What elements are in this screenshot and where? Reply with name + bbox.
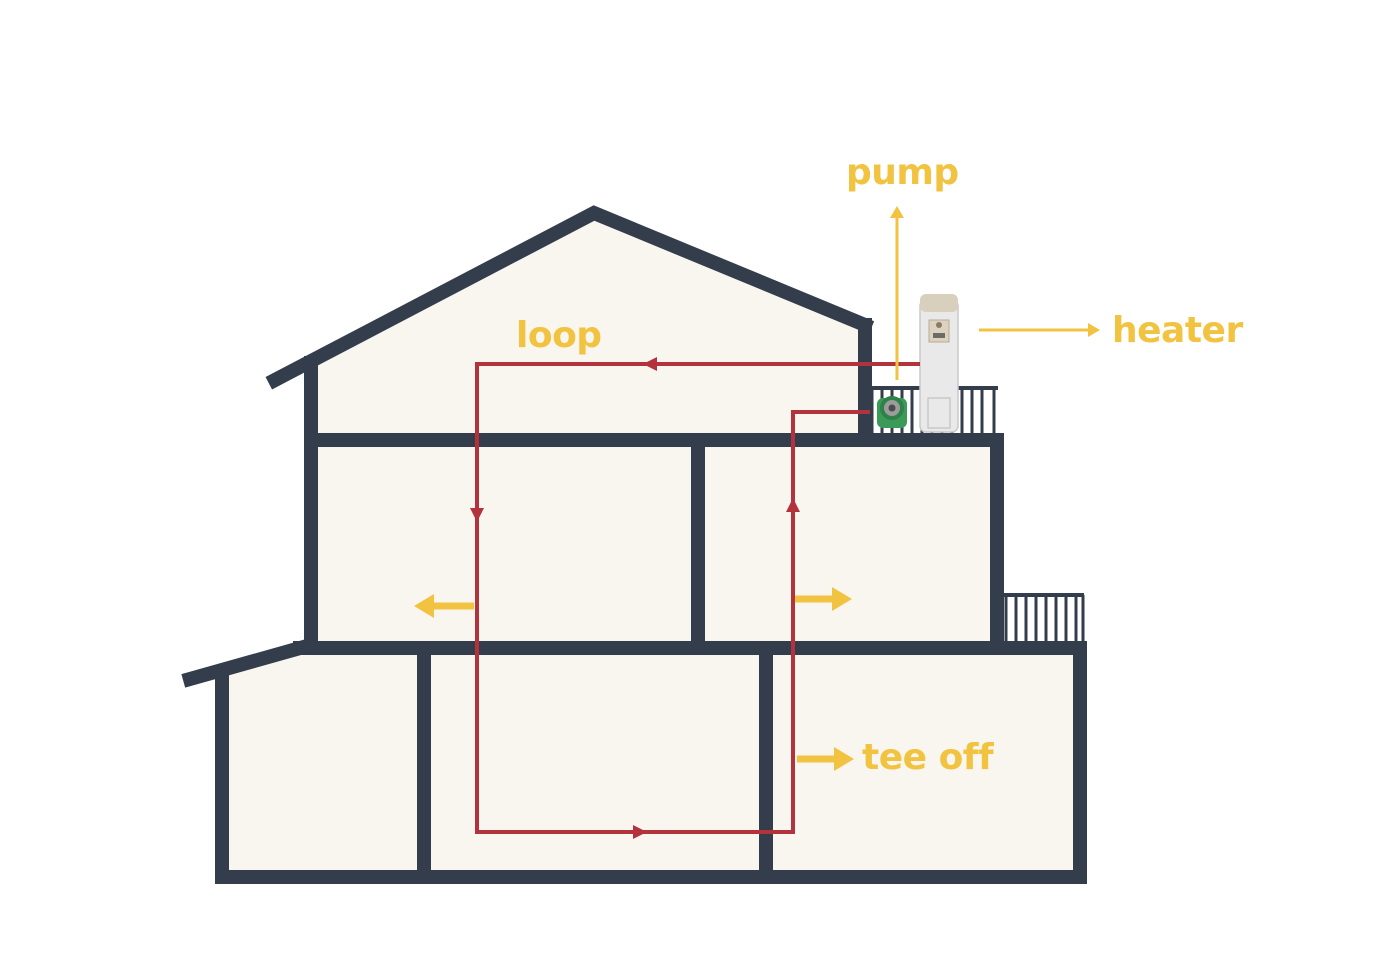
- loop-label: loop: [516, 315, 602, 356]
- flow-arrow-up: [786, 498, 800, 512]
- annotation-arrows: [414, 206, 1100, 771]
- flow-arrow-down: [470, 508, 484, 522]
- ground-floor-interior: [222, 648, 1080, 877]
- flow-arrow-left: [643, 357, 657, 371]
- heater-label: heater: [1112, 310, 1243, 351]
- house-interiors: [222, 218, 1080, 877]
- flow-arrow-right: [633, 825, 647, 839]
- heater-cap: [920, 294, 958, 312]
- circulator-pump-icon: [877, 396, 907, 428]
- second-floor-interior: [311, 440, 997, 648]
- house-walls: [181, 205, 1087, 884]
- pump-label: pump: [846, 152, 959, 193]
- water-heater-icon: [919, 294, 959, 433]
- lower-balcony-railing: [1004, 593, 1085, 642]
- roof: [265, 205, 875, 390]
- lower-roof: [181, 639, 309, 688]
- pipe-flow-arrows: [470, 357, 800, 839]
- tee-off-label: tee off: [862, 737, 994, 778]
